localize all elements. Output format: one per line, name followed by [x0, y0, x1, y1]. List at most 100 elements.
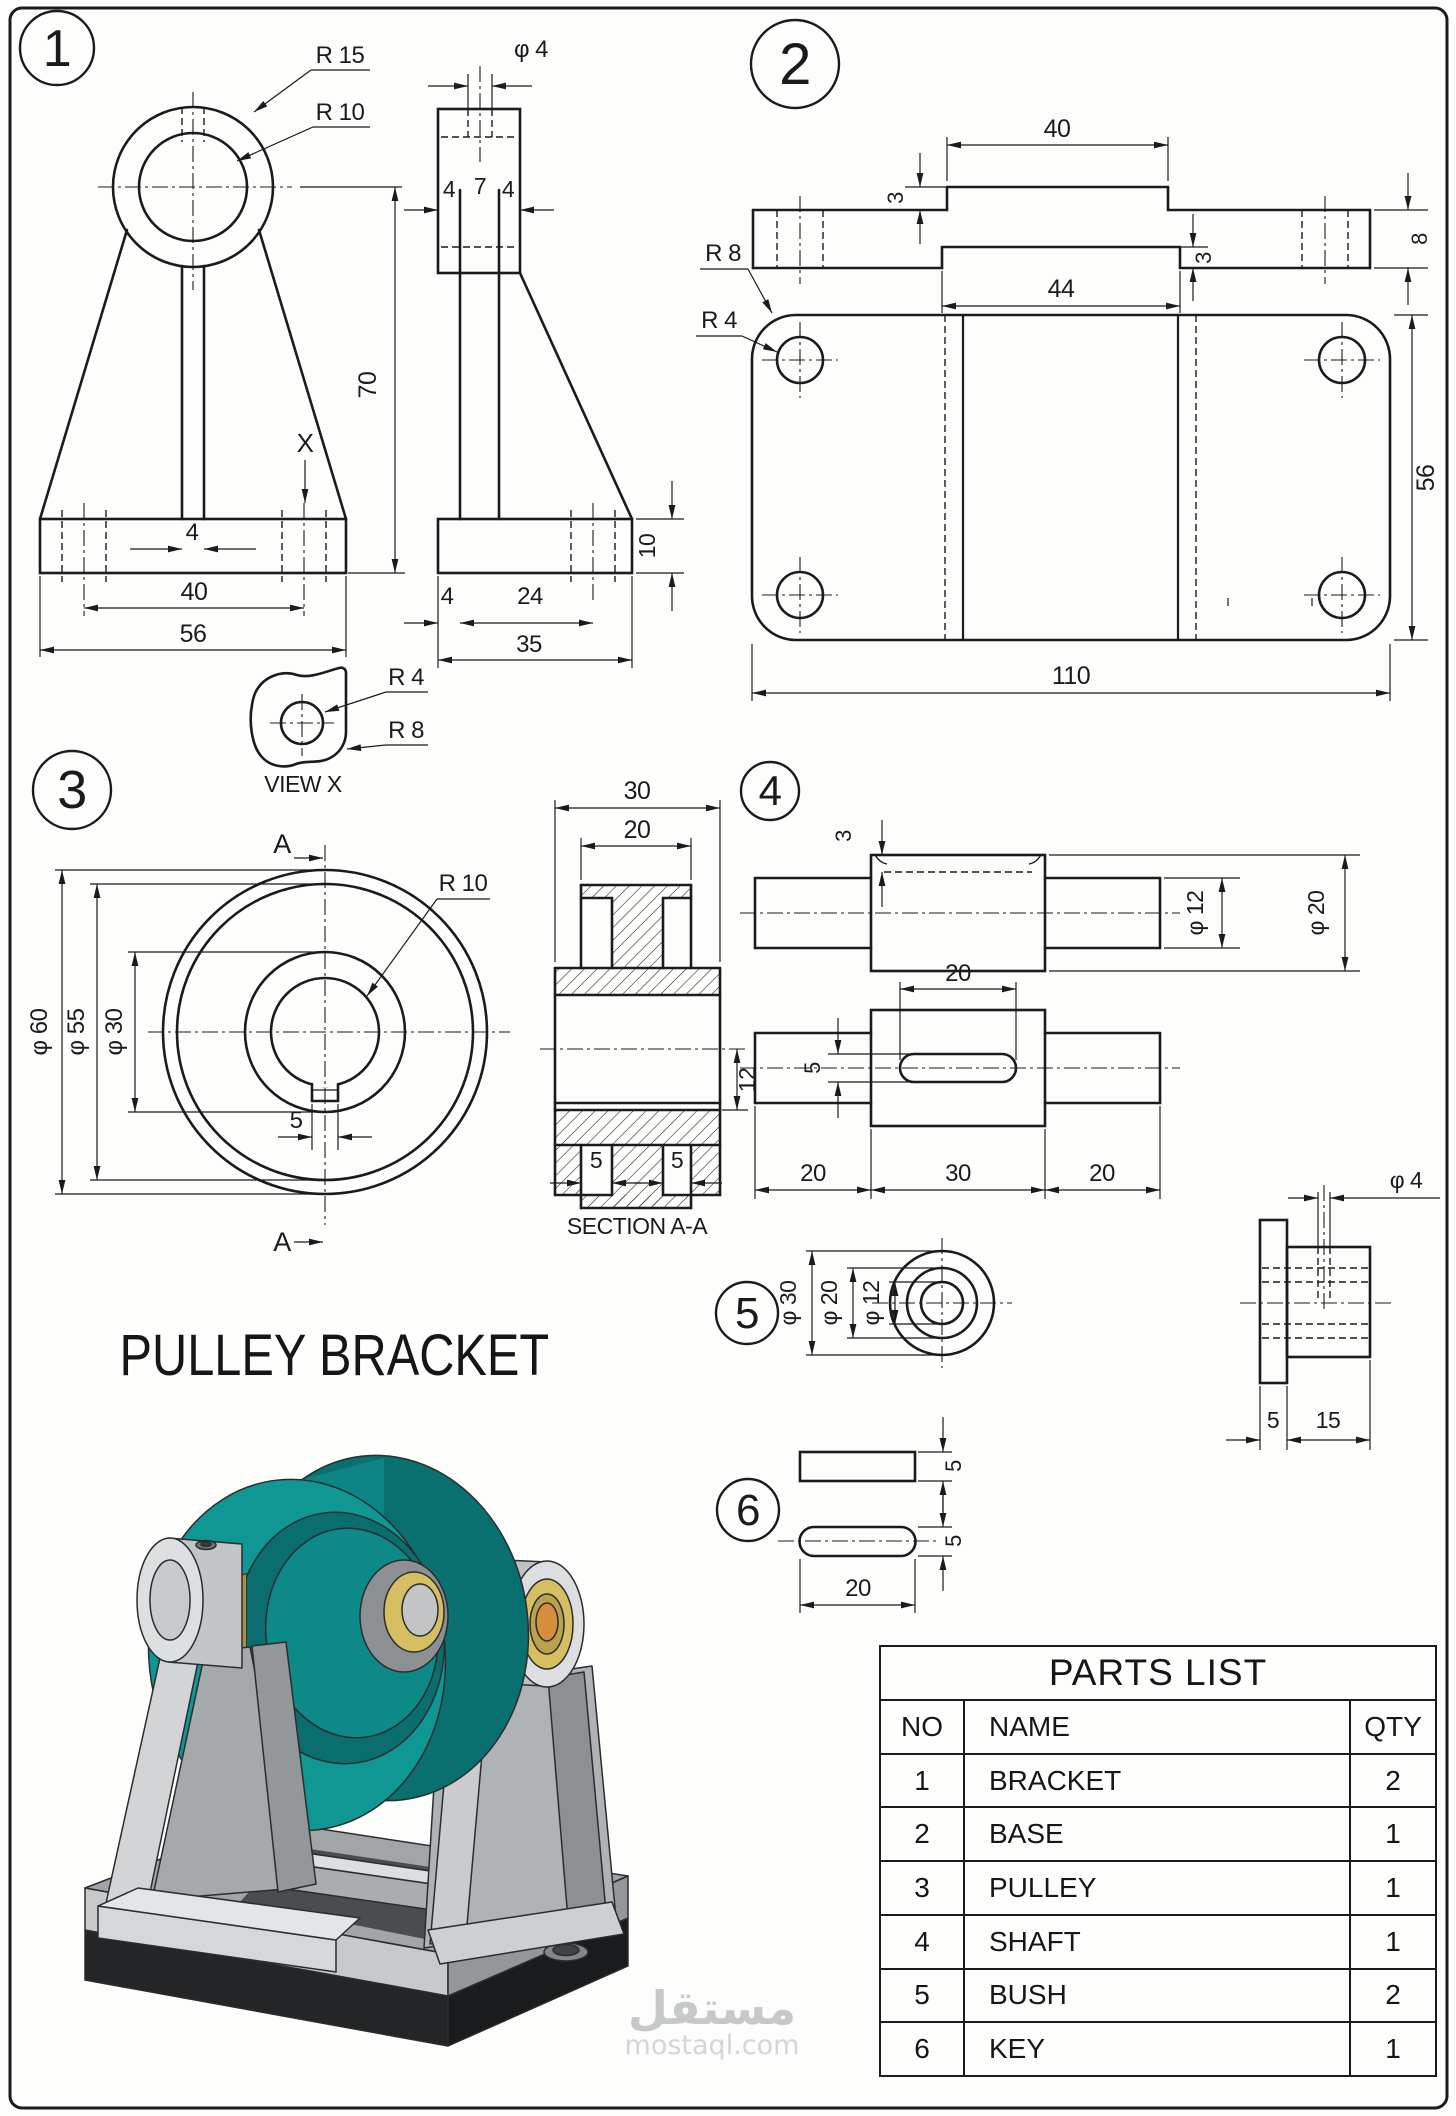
part4-dim-seg30: 30 — [945, 1160, 971, 1187]
part2-dim-40: 40 — [1044, 115, 1071, 143]
part5-dim-body15: 15 — [1316, 1407, 1341, 1433]
part3-dim-d60: φ 60 — [26, 1008, 53, 1055]
cell-name: KEY — [963, 2021, 1351, 2077]
part6-dim-5top: 5 — [941, 1460, 966, 1472]
part5-dim-d30: φ 30 — [775, 1281, 801, 1326]
part5-side-view: φ 4 5 15 — [1226, 1167, 1440, 1450]
cell-qty: 1 — [1348, 1913, 1438, 1970]
part3-section-caption: SECTION A-A — [567, 1213, 708, 1239]
part2-front-view: 40 3 44 3 8 — [751, 115, 1432, 313]
part1-view-x-arrow-label: X — [297, 428, 314, 458]
cell-qty: 2 — [1348, 1752, 1438, 1809]
col-no: NO — [879, 1699, 965, 1755]
cell-name: BUSH — [963, 1967, 1351, 2024]
cell-qty: 1 — [1348, 2021, 1438, 2077]
watermark-arabic: مستقل — [627, 1981, 797, 2035]
part3-section-view: 30 20 12 5 5 SECTION A-A — [540, 777, 760, 1239]
balloon-3: 3 — [31, 749, 113, 831]
part1-r15-label: R 15 — [316, 42, 365, 69]
parts-list-title: PARTS LIST — [879, 1645, 1437, 1701]
part3-dim-20: 20 — [624, 816, 651, 844]
part1-dim-474-mid: 7 — [474, 173, 486, 199]
balloon-2-number: 2 — [779, 32, 811, 97]
part1-dim-base35: 35 — [516, 631, 542, 658]
viewx-r4-label: R 4 — [388, 664, 424, 691]
cell-no: 4 — [879, 1913, 965, 1970]
cell-name: SHAFT — [963, 1913, 1351, 1970]
part1-side-view: φ 4 4 7 4 4 24 35 10 — [404, 36, 684, 668]
part6-views: 5 5 20 — [778, 1417, 966, 1613]
part3-dim-d30: φ 30 — [101, 1008, 128, 1055]
part3-dim-d55: φ 55 — [63, 1008, 90, 1055]
part3-section-a-bottom: A — [273, 1227, 291, 1257]
balloon-5-number: 5 — [735, 1289, 759, 1338]
render-3d — [84, 1454, 629, 2047]
part4-dim-key5: 5 — [800, 1062, 825, 1074]
cell-no: 6 — [879, 2021, 965, 2077]
part1-dim-slot: 4 — [186, 519, 199, 546]
balloon-6-number: 6 — [736, 1486, 760, 1535]
part1-dim-70: 70 — [354, 372, 382, 399]
balloon-4-number: 4 — [759, 767, 782, 814]
part4-dim-seg20a: 20 — [800, 1160, 826, 1187]
part3-front-view: A A φ 60 φ 55 φ 30 R 10 5 — [26, 829, 510, 1257]
cell-no: 5 — [879, 1967, 965, 2024]
cell-no: 3 — [879, 1860, 965, 1916]
part4-front-view: 3 φ 12 φ 20 — [740, 598, 1360, 973]
part5-dim-phi4: φ 4 — [1390, 1167, 1423, 1193]
balloon-5: 5 — [714, 1280, 780, 1346]
part1-dim-base4: 4 — [441, 583, 454, 610]
part1-dim-40: 40 — [181, 578, 208, 606]
part3-dim-30: 30 — [624, 777, 651, 805]
part6-dim-20: 20 — [845, 1575, 871, 1602]
part2-r4-label: R 4 — [701, 307, 737, 334]
part5-dim-d12: φ 12 — [858, 1281, 884, 1326]
part4-dim-phi12: φ 12 — [1182, 891, 1208, 936]
part4-dim-key20: 20 — [945, 960, 971, 987]
part4-dim-seg20b: 20 — [1089, 1160, 1115, 1187]
part4-dim-3: 3 — [831, 830, 856, 842]
part5-front-view: φ 30 φ 20 φ 12 — [775, 1238, 1012, 1368]
cell-no: 2 — [879, 1806, 965, 1863]
cell-qty: 1 — [1348, 1860, 1438, 1916]
watermark-domain: mostaql.com — [624, 2030, 800, 2062]
part3-r10-label: R 10 — [439, 870, 488, 897]
viewx-caption: VIEW X — [264, 771, 342, 797]
part3-dim-5r: 5 — [671, 1147, 683, 1173]
balloon-6: 6 — [715, 1477, 781, 1543]
part3-section-a-top: A — [273, 829, 291, 859]
cell-name: BRACKET — [963, 1752, 1351, 1809]
part2-dim-8: 8 — [1407, 233, 1432, 245]
shaft-end — [535, 1602, 559, 1642]
part5-dim-flange5: 5 — [1267, 1407, 1279, 1433]
col-name: NAME — [963, 1699, 1351, 1755]
cell-name: PULLEY — [963, 1860, 1351, 1916]
part2-top-view: R 8 R 4 56 110 — [696, 240, 1440, 701]
part3-dim-keyway5: 5 — [290, 1107, 303, 1134]
viewx-r8-label: R 8 — [388, 717, 424, 744]
parts-list: PARTS LIST NO NAME QTY 1 BRACKET 2 2 BAS… — [879, 1645, 1438, 2077]
part1-dim-474-right: 4 — [502, 176, 515, 202]
part1-dim-base24: 24 — [517, 583, 543, 610]
sheet-border — [8, 6, 1449, 2110]
part4-dim-phi20: φ 20 — [1303, 891, 1329, 936]
part1-dim-56: 56 — [180, 620, 207, 648]
balloon-1-number: 1 — [43, 20, 71, 78]
watermark: مستقل mostaql.com — [612, 1984, 812, 2061]
table-row: 2 BASE 1 — [879, 1806, 1438, 1863]
col-qty: QTY — [1348, 1699, 1438, 1755]
page-title: PULLEY BRACKET — [119, 1323, 550, 1388]
part1-dim-474-left: 4 — [443, 176, 456, 202]
balloon-2: 2 — [749, 18, 841, 110]
cell-no: 1 — [879, 1752, 965, 1809]
cell-name: BASE — [963, 1806, 1351, 1863]
part2-dim-110: 110 — [1052, 662, 1090, 690]
part2-r8-label: R 8 — [705, 240, 741, 267]
part2-dim-56: 56 — [1412, 465, 1440, 492]
part1-dim-10: 10 — [634, 534, 660, 559]
part6-dim-5bottom: 5 — [941, 1535, 966, 1547]
part2-dim-recess3: 3 — [1191, 252, 1216, 264]
part1-front-view: R 15 R 10 X 4 40 56 70 — [38, 42, 405, 657]
